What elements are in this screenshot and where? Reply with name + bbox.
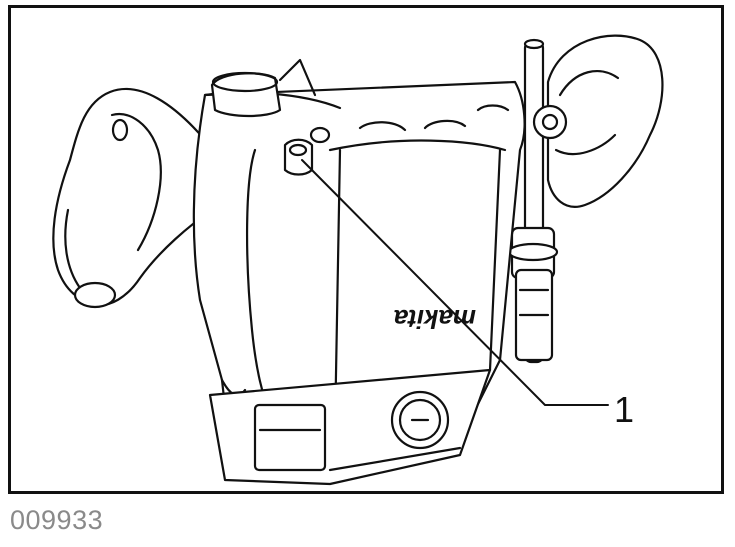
top-collar (210, 58, 317, 118)
callout-leader-line (301, 159, 609, 406)
brand-logo: makita (394, 304, 476, 334)
callout-label-1: 1 (614, 389, 635, 430)
depth-stop-rod (507, 38, 568, 364)
figure-code: 009933 (10, 505, 104, 535)
svg-text:makita: makita (394, 304, 476, 334)
speed-dial (390, 390, 450, 450)
left-handle (52, 87, 214, 309)
right-handle (546, 34, 664, 208)
